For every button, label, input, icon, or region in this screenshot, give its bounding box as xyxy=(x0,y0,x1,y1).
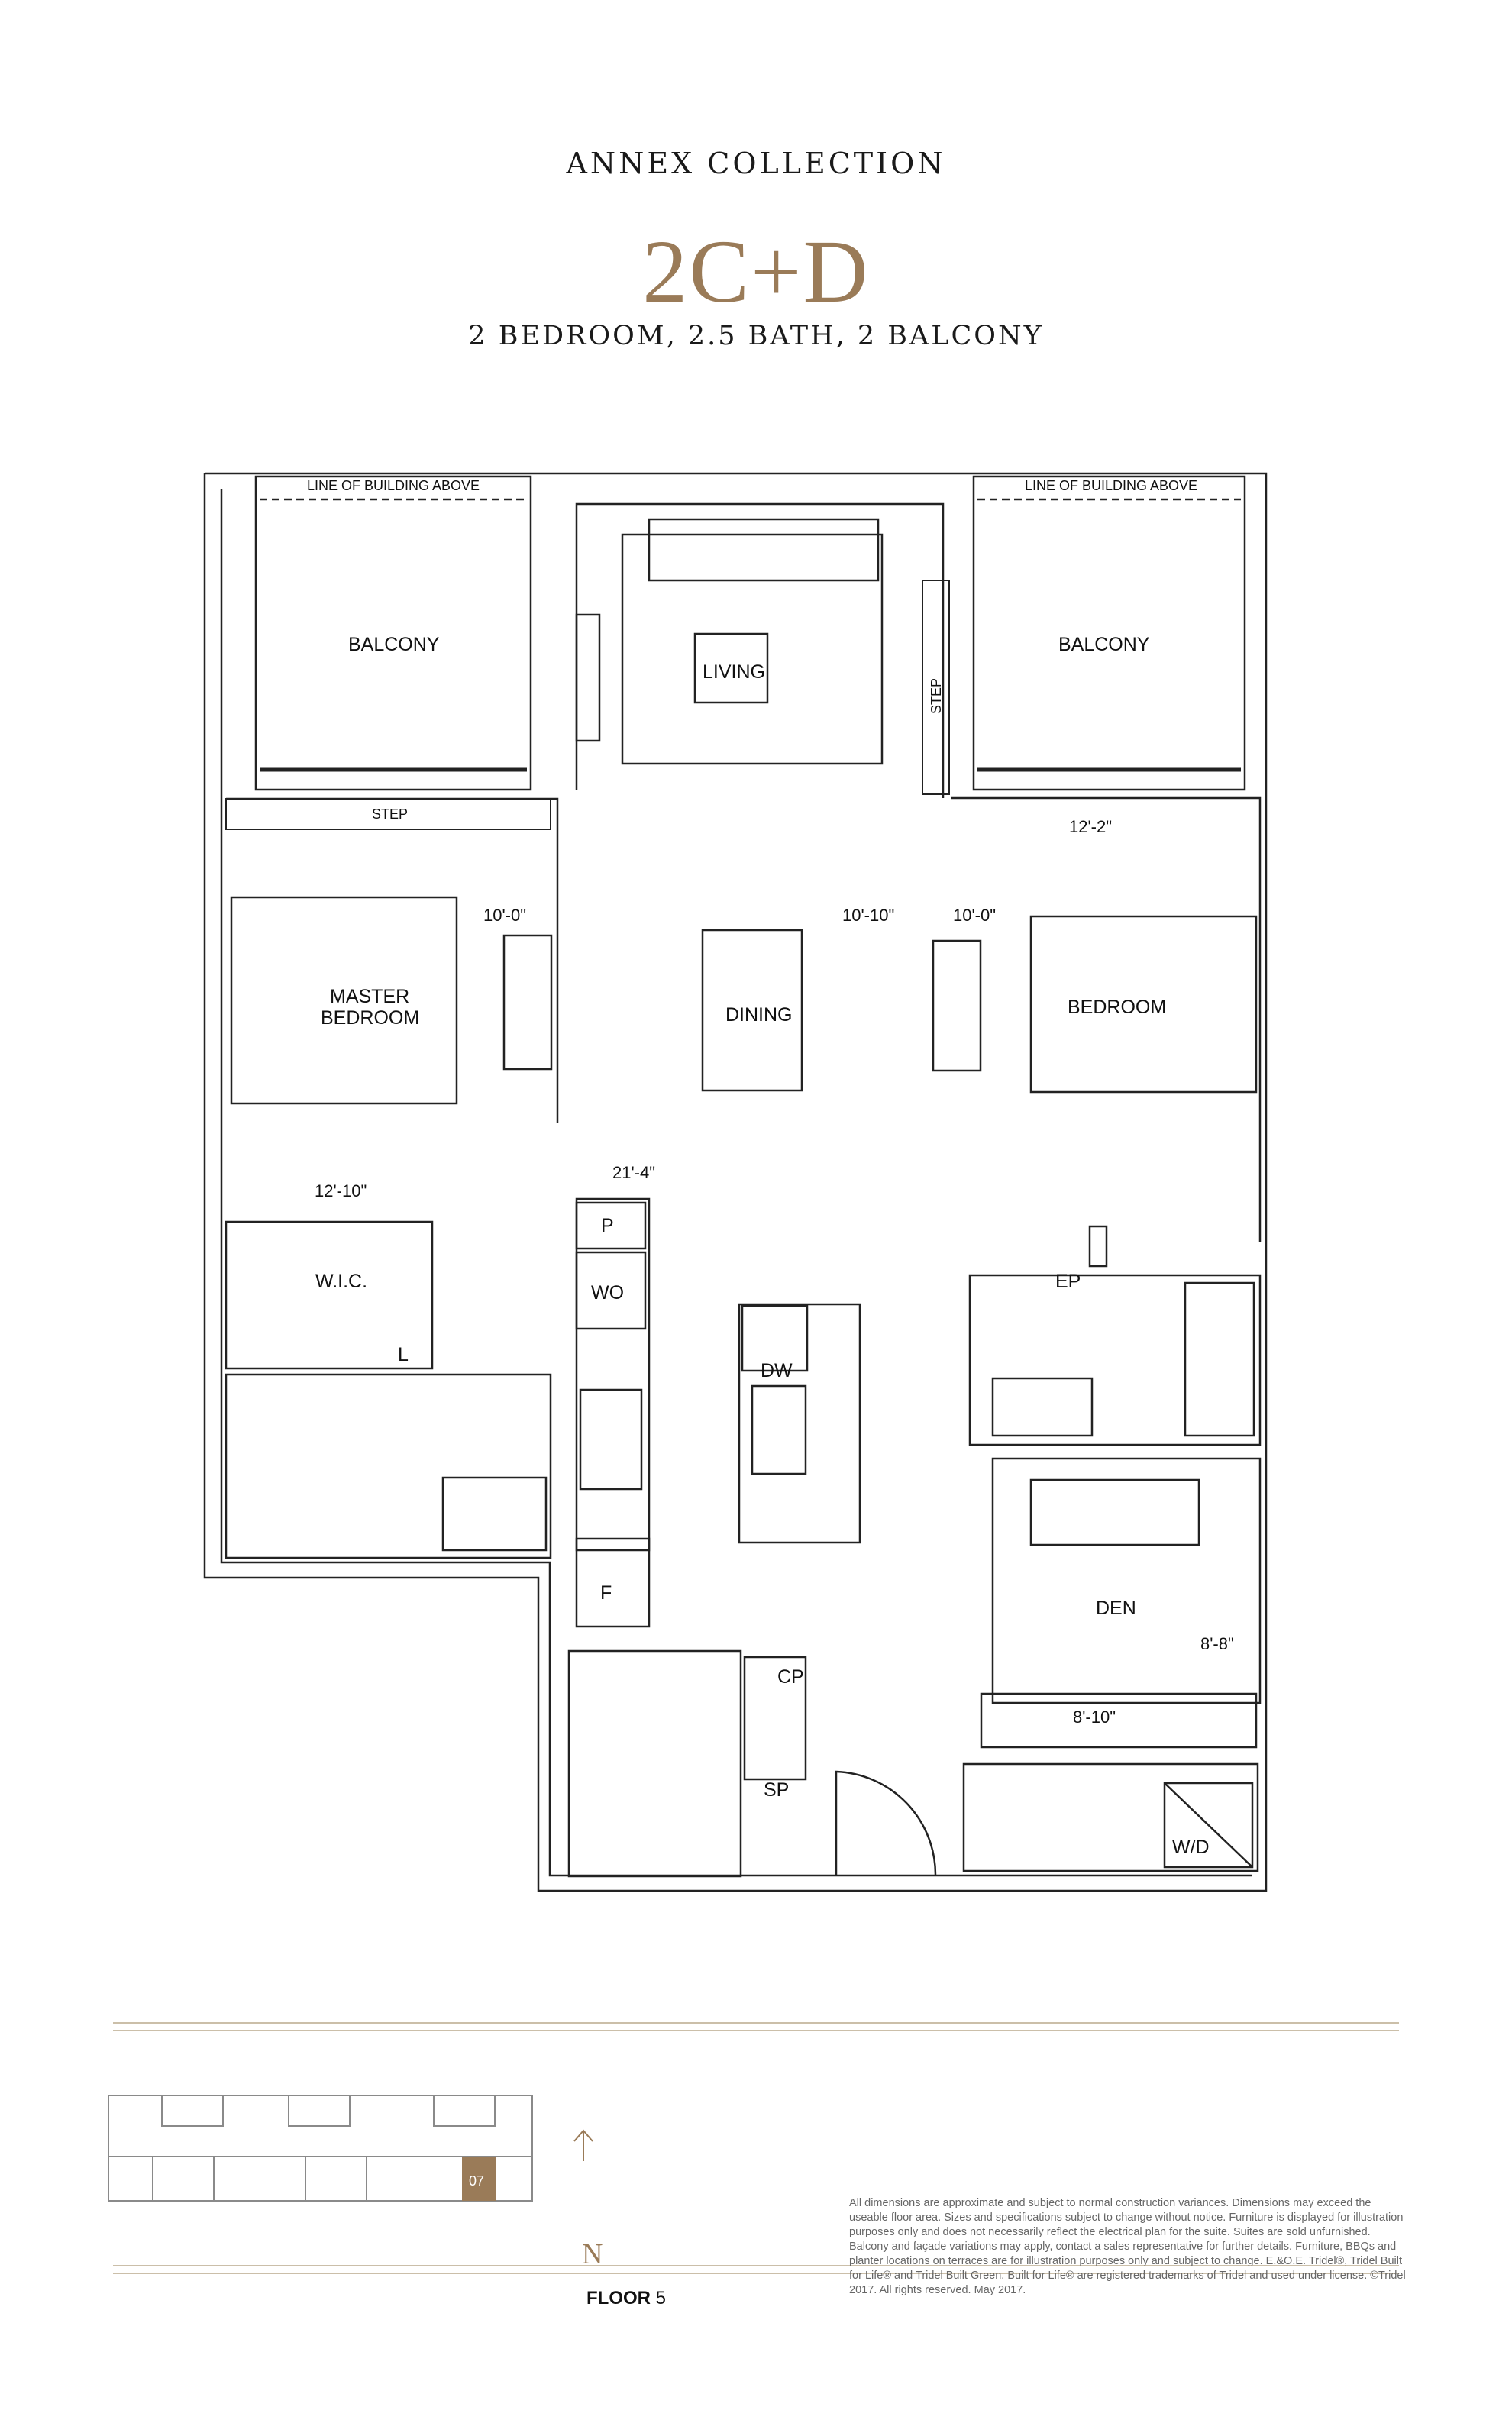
dim-bedroom-width: 10'-0" xyxy=(953,906,996,925)
line-building-right: LINE OF BUILDING ABOVE xyxy=(1025,478,1197,493)
dim-master-length: 12'-10" xyxy=(315,1181,367,1200)
balcony-left-outline xyxy=(254,475,532,791)
bedroom-dresser xyxy=(932,939,982,1072)
pantry xyxy=(575,1201,647,1250)
closet-cp xyxy=(743,1656,807,1781)
key-plan-unit: 07 xyxy=(469,2173,484,2189)
floor-label: FLOOR 5 xyxy=(586,2288,666,2309)
tv xyxy=(575,613,601,742)
fridge xyxy=(575,1537,651,1628)
ep-label: EP xyxy=(1055,1271,1081,1292)
balcony-right-outline xyxy=(972,475,1246,791)
rule-top-1 xyxy=(113,2022,1399,2024)
master-label-2: BEDROOM xyxy=(321,1007,419,1029)
suite-subtitle: 2 BEDROOM, 2.5 BATH, 2 BALCONY xyxy=(468,321,1044,351)
den-desk xyxy=(980,1692,1258,1749)
wall-oven xyxy=(575,1251,647,1330)
washer-dryer-diag xyxy=(1164,1782,1253,1868)
cp-label: CP xyxy=(777,1666,804,1688)
dishwasher xyxy=(741,1304,809,1372)
line-building-left: LINE OF BUILDING ABOVE xyxy=(307,478,480,493)
den-label: DEN xyxy=(1096,1598,1136,1619)
master-vanity xyxy=(441,1476,548,1552)
key-plan-unit-highlight xyxy=(462,2157,496,2201)
dw-label: DW xyxy=(761,1360,793,1381)
step-right-label: STEP xyxy=(929,678,944,714)
living-rug xyxy=(621,533,884,765)
dim-dining-width: 10'-10" xyxy=(842,906,894,925)
den-sofa xyxy=(1029,1478,1200,1546)
suite-name: 2C+D xyxy=(642,221,870,321)
l-label: L xyxy=(398,1344,409,1365)
wic-room xyxy=(225,1220,434,1370)
wic-label: W.I.C. xyxy=(315,1271,367,1292)
dim-bedroom-length: 12'-2" xyxy=(1069,817,1112,836)
inner-wall xyxy=(220,489,1252,1877)
rule-top-2 xyxy=(113,2030,1399,2031)
cooktop xyxy=(579,1388,643,1491)
f-label: F xyxy=(600,1582,612,1604)
bedroom-label: BEDROOM xyxy=(1068,997,1166,1018)
step-left-marker xyxy=(225,798,551,830)
dim-living-length: 21'-4" xyxy=(612,1163,655,1182)
balcony-right-label: BALCONY xyxy=(1058,634,1150,655)
wd-label: W/D xyxy=(1172,1837,1210,1858)
outer-wall xyxy=(203,472,1268,1892)
sofa xyxy=(648,518,880,582)
step-left-label: STEP xyxy=(372,806,408,822)
laundry-room xyxy=(962,1762,1259,1872)
sink xyxy=(751,1384,807,1475)
bedroom-vanity xyxy=(991,1377,1094,1437)
dim-den-width: 8'-8" xyxy=(1200,1634,1234,1653)
washer-dryer xyxy=(1163,1782,1254,1869)
dining-table xyxy=(701,929,803,1092)
north-letter: N xyxy=(582,2238,603,2270)
entry-door-swing xyxy=(835,1770,937,1875)
dining-label: DINING xyxy=(725,1004,793,1026)
bedroom-bed xyxy=(1029,915,1258,1094)
living-wall xyxy=(575,502,945,798)
north-arrowhead xyxy=(573,2129,593,2142)
master-ensuite xyxy=(225,1373,552,1559)
rule-bottom-1 xyxy=(113,2265,1399,2266)
master-label-1: MASTER xyxy=(330,986,409,1007)
master-bed xyxy=(230,896,458,1105)
kitchen-counter xyxy=(575,1197,651,1552)
den-room xyxy=(991,1457,1262,1704)
collection-title: ANNEX COLLECTION xyxy=(566,147,946,180)
floor-label-text: FLOOR xyxy=(586,2288,651,2308)
key-plan xyxy=(108,2095,533,2202)
step-right-marker xyxy=(922,580,950,795)
master-dresser xyxy=(502,934,553,1071)
ottoman xyxy=(693,632,769,704)
p-label: P xyxy=(601,1215,614,1236)
floor-number: 5 xyxy=(655,2288,667,2308)
bedroom-ensuite xyxy=(968,1274,1262,1446)
dim-den-length: 8'-10" xyxy=(1073,1707,1116,1727)
bedroom-wall xyxy=(951,796,1262,1242)
balcony-left-label: BALCONY xyxy=(348,634,440,655)
wo-label: WO xyxy=(591,1282,624,1304)
living-label: LIVING xyxy=(703,661,765,683)
dim-master-width: 10'-0" xyxy=(483,906,526,925)
powder-room xyxy=(567,1649,742,1878)
rule-bottom-2 xyxy=(113,2273,1399,2274)
master-wall xyxy=(226,797,559,1123)
ep-panel xyxy=(1088,1225,1108,1268)
sp-label: SP xyxy=(764,1779,789,1801)
bathtub xyxy=(1184,1281,1255,1437)
island xyxy=(738,1303,861,1544)
disclaimer: All dimensions are approximate and subje… xyxy=(849,2197,1406,2296)
